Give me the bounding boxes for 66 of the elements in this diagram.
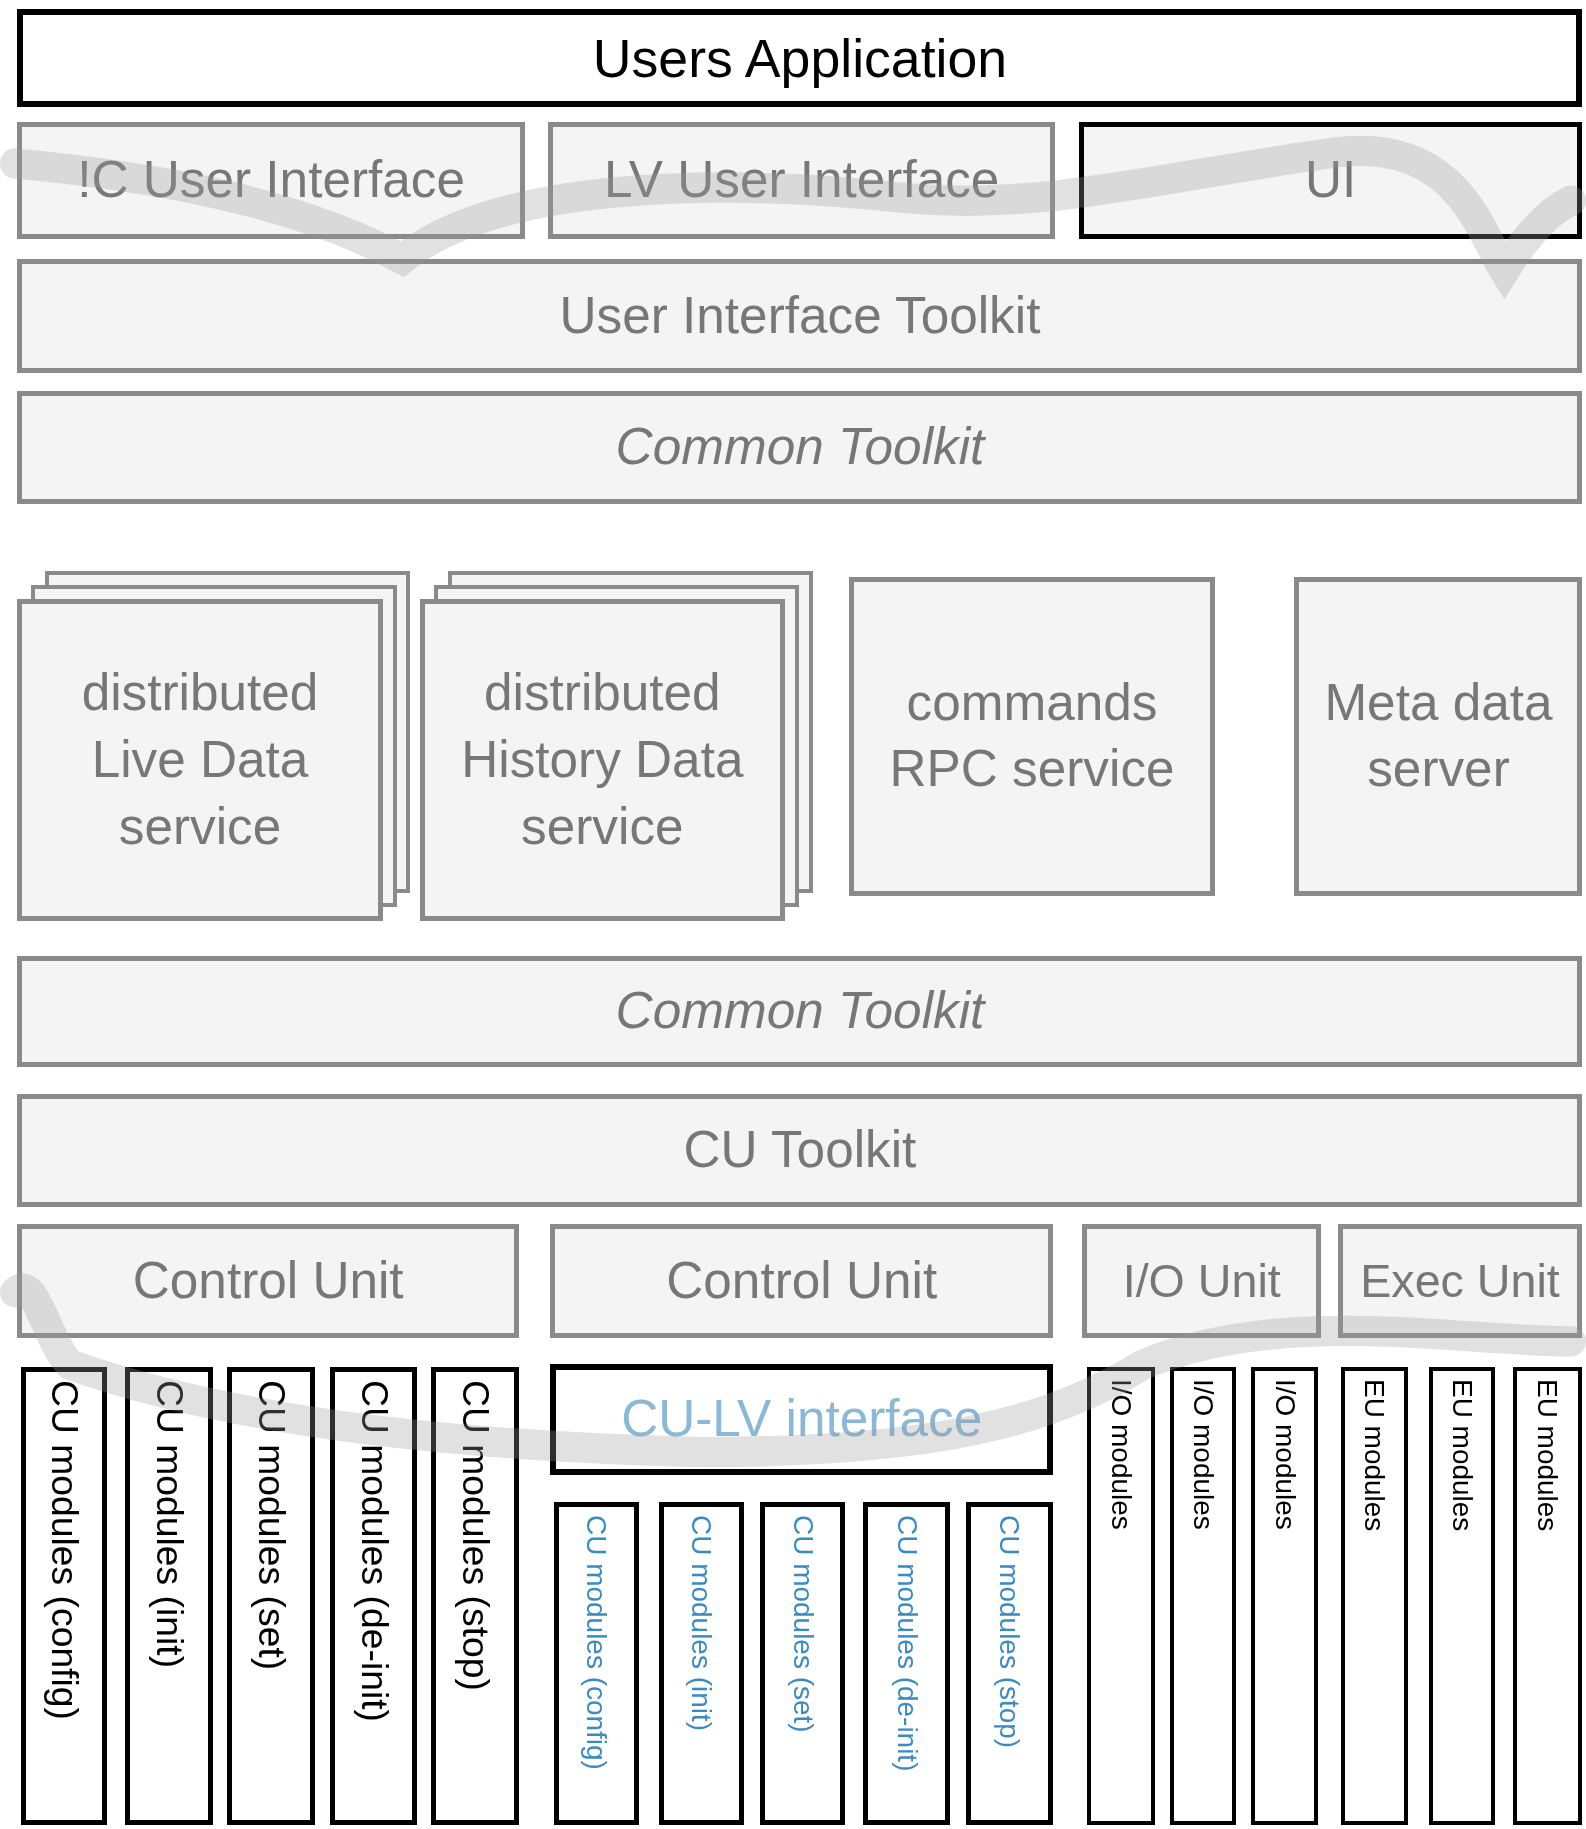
box-label: Meta data server [1323,672,1554,800]
box-label: CU modules (config) [43,1379,88,1720]
box-label: distributed Live Data service [80,663,320,857]
box-label: CU modules (set) [786,1515,820,1733]
module-box [21,1366,108,1826]
layer-box [1294,577,1583,896]
box-label: CU modules (set) [250,1379,295,1670]
box-label: CU-LV interface [621,1389,983,1450]
layer-box [17,258,1583,374]
module-box [124,1366,214,1826]
box-label: Control Unit [132,1250,404,1311]
box-label: CU modules (de-init) [352,1379,397,1722]
box-label: Common Toolkit [615,981,985,1042]
module-box [1169,1366,1237,1826]
layer-box [17,1224,519,1338]
module-box [227,1366,315,1826]
box-label: User Interface Toolkit [559,285,1041,346]
box-label: Exec Unit [1360,1253,1560,1309]
module-box [431,1366,519,1826]
module-box [1428,1366,1496,1826]
box-label: CU modules (stop) [454,1379,499,1691]
box-label: commands RPC service [888,672,1176,800]
module-box [1341,1366,1408,1826]
box-label: EU modules [1531,1378,1565,1532]
box-label: LV User Interface [604,150,1000,211]
layer-box [17,122,525,240]
layer-box [548,122,1056,240]
layer-box [550,1224,1054,1338]
stacked-box [17,571,411,922]
stacked-box [419,571,813,922]
box-label: I/O modules [1186,1378,1220,1530]
module-box [1086,1366,1155,1826]
box-label: distributed History Data service [460,663,745,857]
interface-box [550,1364,1054,1476]
module-box [1512,1366,1583,1826]
module-box [862,1502,951,1826]
box-label: Users Application [592,27,1008,91]
module-box [330,1366,418,1826]
layer-box [1078,122,1583,240]
box-label: CU modules (init) [148,1379,193,1668]
layer-box [1337,1224,1583,1338]
layer-box [17,1093,1583,1207]
module-box [965,1502,1054,1826]
module-box [1251,1366,1318,1826]
box-label: I/O modules [1104,1378,1138,1530]
box-label: CU modules (de-init) [890,1515,924,1772]
box-label: CU Toolkit [683,1120,917,1181]
module-box [760,1502,846,1826]
box-label: !C User Interface [77,150,465,211]
box-label: CU modules (init) [685,1515,719,1732]
layer-box [17,956,1583,1068]
box-label: CU modules (stop) [993,1515,1027,1749]
box-label: Control Unit [666,1250,938,1311]
box-label: I/O modules [1268,1378,1302,1530]
module-box [658,1502,744,1826]
layer-box [17,9,1583,108]
layer-box [1082,1224,1322,1338]
box-label: CU modules (config) [580,1515,614,1770]
box-label: EU modules [1445,1378,1479,1532]
box-label: Common Toolkit [615,416,985,477]
layer-box [848,577,1216,896]
box-label: I/O Unit [1122,1253,1281,1309]
module-box [553,1502,640,1826]
layer-box [17,390,1583,504]
box-label: EU modules [1358,1378,1392,1532]
box-label: UI [1304,150,1357,211]
